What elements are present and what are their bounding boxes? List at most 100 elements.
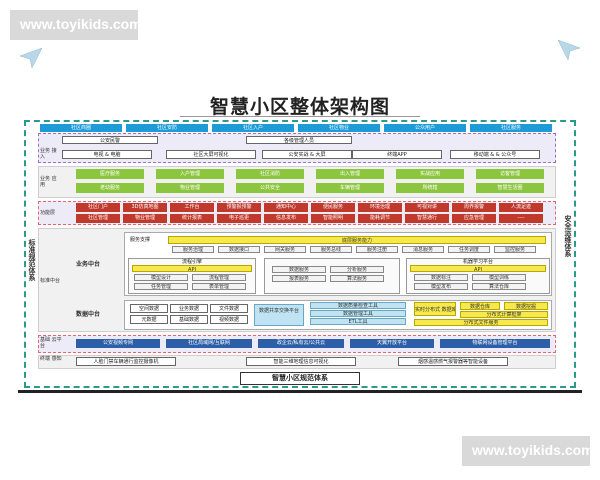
standard-spec-label: 标准规范体系 [28,239,36,281]
access-item: 社区大屏可视化 [166,150,256,159]
access-item: 公安实战 & 大屏 [262,150,352,159]
data-tool: ETL工具 [310,318,406,325]
app-item: 公共安全 [236,183,304,193]
data-item: 视频数据 [210,315,248,324]
base-cloud-item: 社区局域网/互联网 [166,339,252,348]
function-item: ---- [499,214,543,223]
function-item: 环境治理 [358,203,402,212]
engine-item: 报表服务 [272,275,326,282]
function-item: 周界报警 [452,203,496,212]
engine3-title: 机器学习平台 [462,259,493,265]
service-sub: 底层服务能力 [168,236,546,244]
access-item: 公安民警 [62,136,158,144]
app-item: 入户管理 [156,169,224,179]
diagram-frame [24,120,576,388]
app-item: 老幼服务 [76,183,144,193]
engine-item: 分析服务 [330,266,384,273]
function-item: 社区管理 [76,214,120,223]
security-ops-label: 安全运维体系 [564,215,572,257]
app-item: 出入管理 [316,169,384,179]
function-item: 统计报表 [170,214,214,223]
data-item: 业务数据 [170,304,208,313]
base-cloud-item: 政企云/私有云/公共云 [258,339,344,348]
function-item: 预警报预警 [217,203,261,212]
top-channel-item: 社区安防 [126,124,208,132]
function-item: 可视对讲 [405,203,449,212]
top-channel-item: 社区商圈 [40,124,122,132]
function-item: 社区门户 [76,203,120,212]
data-item: 基础数据 [170,315,208,324]
engine-item: 流程管理 [192,274,246,281]
engine3-api: API [410,265,546,272]
top-channel-item: 公众用户 [384,124,466,132]
footer-spec-box: 智慧小区规范体系 [240,372,360,385]
baseline [18,390,582,393]
watermark-bottom: www.toyikids.com [462,436,594,466]
function-item: 信息发布 [264,214,308,223]
service-item: 监控服务 [494,246,536,253]
business-access-label: 业务 接入 [40,148,57,160]
app-item: 访客管理 [476,169,544,179]
engine-item: 模型发布 [414,283,468,290]
service-item: 任务调度 [448,246,490,253]
data-item: 文件数据 [210,304,248,313]
engine-item: 任务管理 [134,283,188,290]
app-item: 车辆管理 [316,183,384,193]
app-item: 所统辖 [396,183,464,193]
perception-item: 人脸门禁车辆通行监控摄像机 [76,357,176,366]
engine-item: 数据服务 [272,266,326,273]
access-item: 终端APP [352,150,442,159]
perception-item: 智能三维地理信息可视化 [246,357,356,366]
data-share-platform: 数据共享交换平台 [254,304,304,326]
data-store: 数据挖掘 [504,302,548,310]
paper-plane-icon [558,40,580,60]
data-store: 实时分布式 数据库 [414,302,456,316]
function-item: 人流足迹 [499,203,543,212]
function-label: 功能层 [40,210,56,216]
base-cloud-item: 天翼开放平台 [350,339,434,348]
function-item: 智慧通行 [405,214,449,223]
engine-item: 表单管理 [192,283,246,290]
engine-item: 算法仓库 [472,283,526,290]
engine1-title: 流程引擎 [181,259,202,265]
app-item: 实战应用 [396,169,464,179]
watermark-top: www.toyikids.com [10,10,142,40]
function-item: 3D仿真地图 [123,203,167,212]
function-item: 应急管理 [452,214,496,223]
paper-plane-icon [20,48,42,68]
function-item: 电子巡更 [217,214,261,223]
biz-mid-label: 业务中台 [76,261,101,268]
top-channel-item: 社区入户 [212,124,294,132]
data-store: 分布式计算框架 [460,311,548,318]
app-item: 医疗服务 [76,169,144,179]
top-channel-item: 社区物业 [298,124,380,132]
access-item: 电视 & 电脑 [62,150,152,159]
function-item: 物业管理 [123,214,167,223]
business-app-label: 业务 应用 [40,176,57,188]
data-item: 空间数据 [130,304,168,313]
page-title: 智慧小区整体架构图 [209,96,390,118]
data-item: 元数据 [130,315,168,324]
service-item: 网关服务 [264,246,306,253]
service-item: 服务总线 [310,246,352,253]
engine-item: 数据标注 [414,274,468,281]
function-item: 工作台 [170,203,214,212]
base-cloud-item: 公安视频专网 [76,339,160,348]
base-cloud-item: 物联网设备管理平台 [440,339,550,348]
function-item: 便民服务 [311,203,355,212]
service-title: 服务支撑 [130,237,151,243]
data-tool: 数据质量检查工具 [310,302,406,309]
engine1-api: API [132,265,252,272]
data-store: 分布式文件服务 [414,319,548,326]
engine-item: 算法服务 [330,275,384,282]
data-tool: 数据管理工具 [310,310,406,317]
service-item: 服务治理 [172,246,214,253]
app-item: 智慧生活圈 [476,183,544,193]
app-item: 社区消防 [236,169,304,179]
mid-platform-label: 标准中台 [40,278,61,284]
top-channel-item: 社区服务 [470,124,552,132]
access-item: 移动端 & & 公众号 [450,150,540,159]
service-item: 消息服务 [402,246,444,253]
service-item: 服务注册 [356,246,398,253]
app-item: 物业管理 [156,183,224,193]
